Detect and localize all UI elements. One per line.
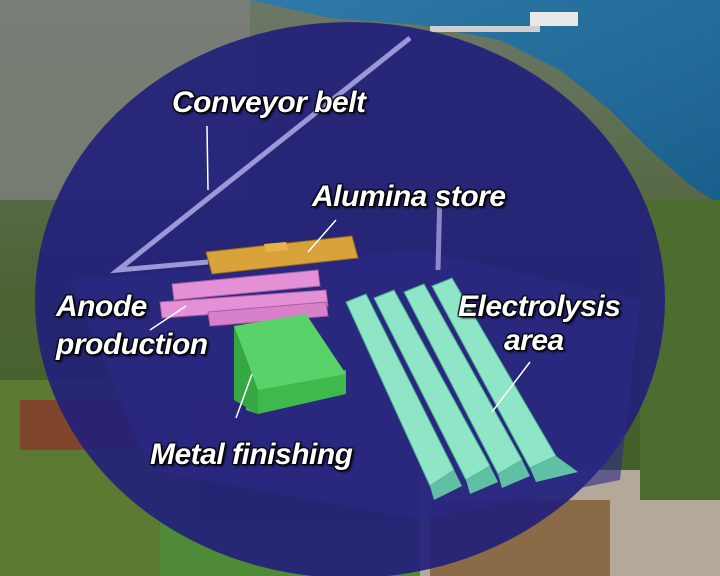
label-alumina-store: Alumina store [312,180,506,213]
label-conveyor-belt: Conveyor belt [172,86,366,119]
label-anode-line2: production [56,328,208,361]
label-electrolysis-line1: Electrolysis [458,290,621,323]
electrolysis-leader [491,361,531,413]
metal-finishing-side [234,326,258,414]
anode-leader [149,305,187,331]
sea [250,0,720,205]
metal-finishing-roof [234,314,346,390]
anode-building-3 [207,301,329,327]
label-electrolysis-line2: area [504,324,564,357]
alumina-leader [307,219,337,253]
label-anode-line1: Anode [56,290,147,323]
conveyor-belt-line [109,36,412,274]
jetty [430,26,540,32]
electrolysis-potlines [345,277,578,500]
alumina-store-building [205,235,359,275]
alumina-store-roof [264,242,288,252]
metal-leader [235,373,253,419]
conveyor-leader [206,125,209,191]
anode-building-1 [171,269,321,301]
anode-building-2 [159,289,329,319]
ship [530,12,578,26]
label-metal-finishing: Metal finishing [150,438,353,471]
chimney [435,189,443,271]
